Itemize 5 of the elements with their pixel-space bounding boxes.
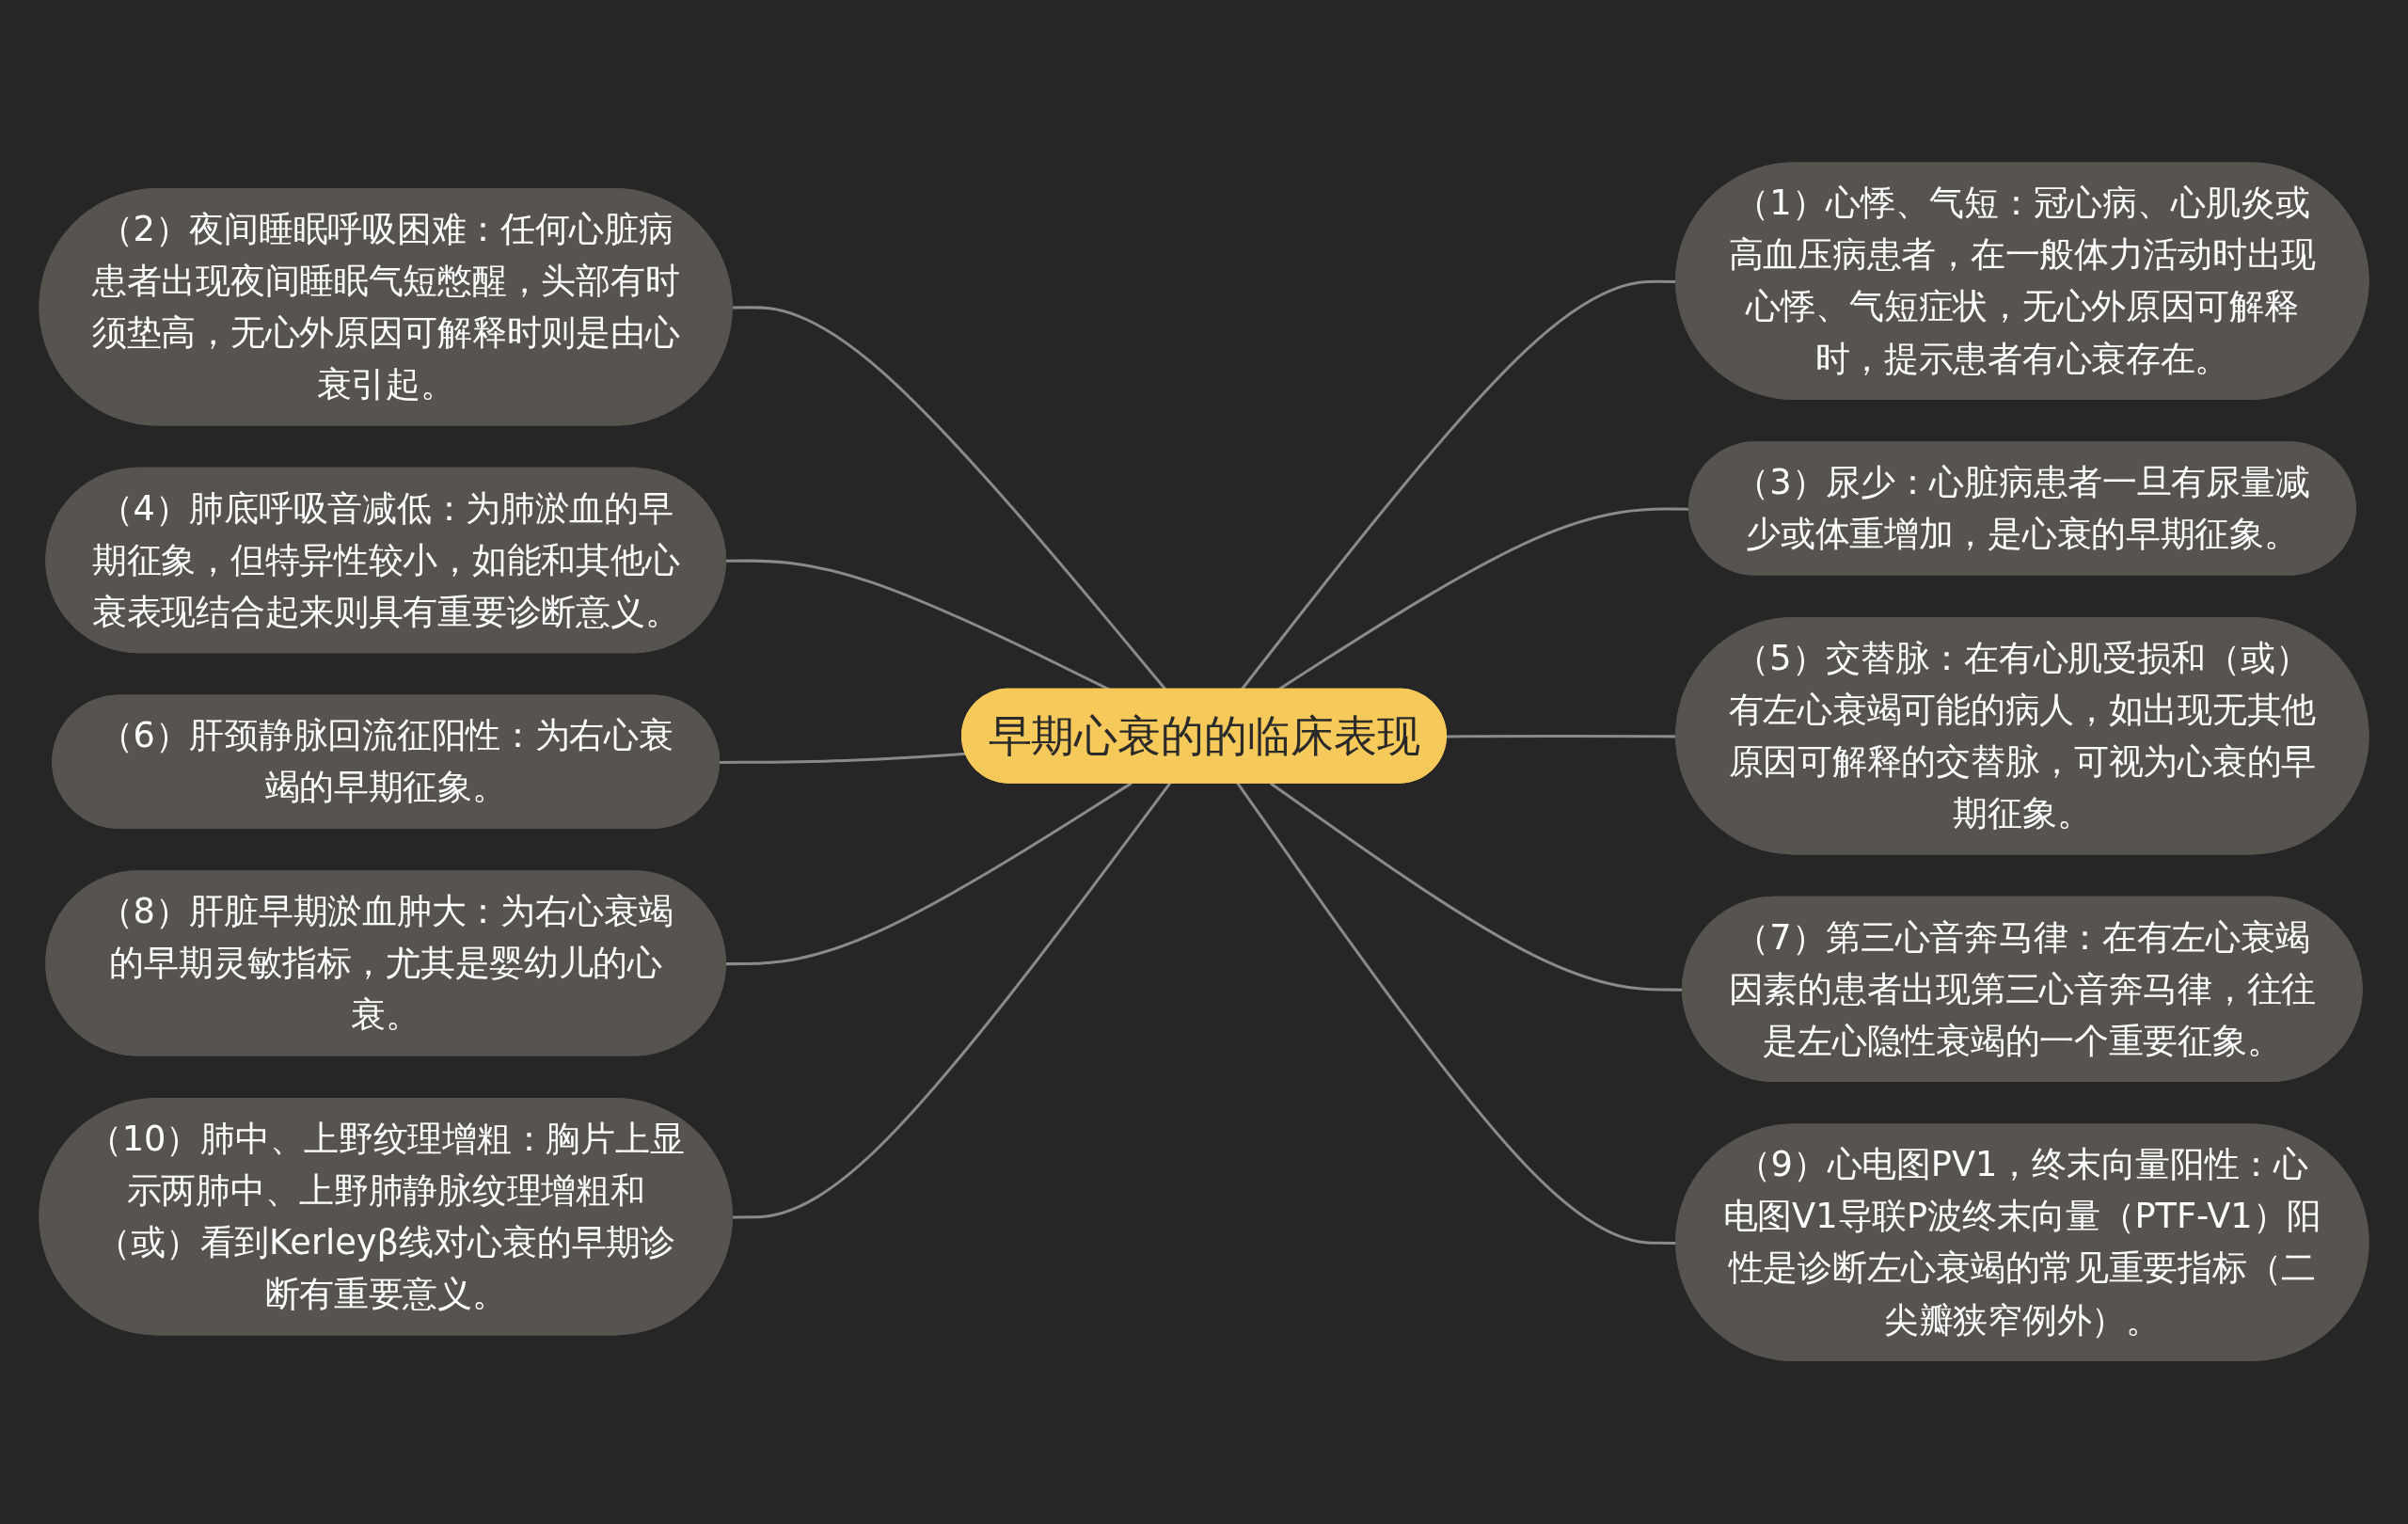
connector: [732, 783, 1172, 1219]
connector: [725, 782, 1133, 966]
connector: [1446, 735, 1677, 738]
connector: [720, 753, 967, 765]
connector: [1236, 783, 1677, 1246]
